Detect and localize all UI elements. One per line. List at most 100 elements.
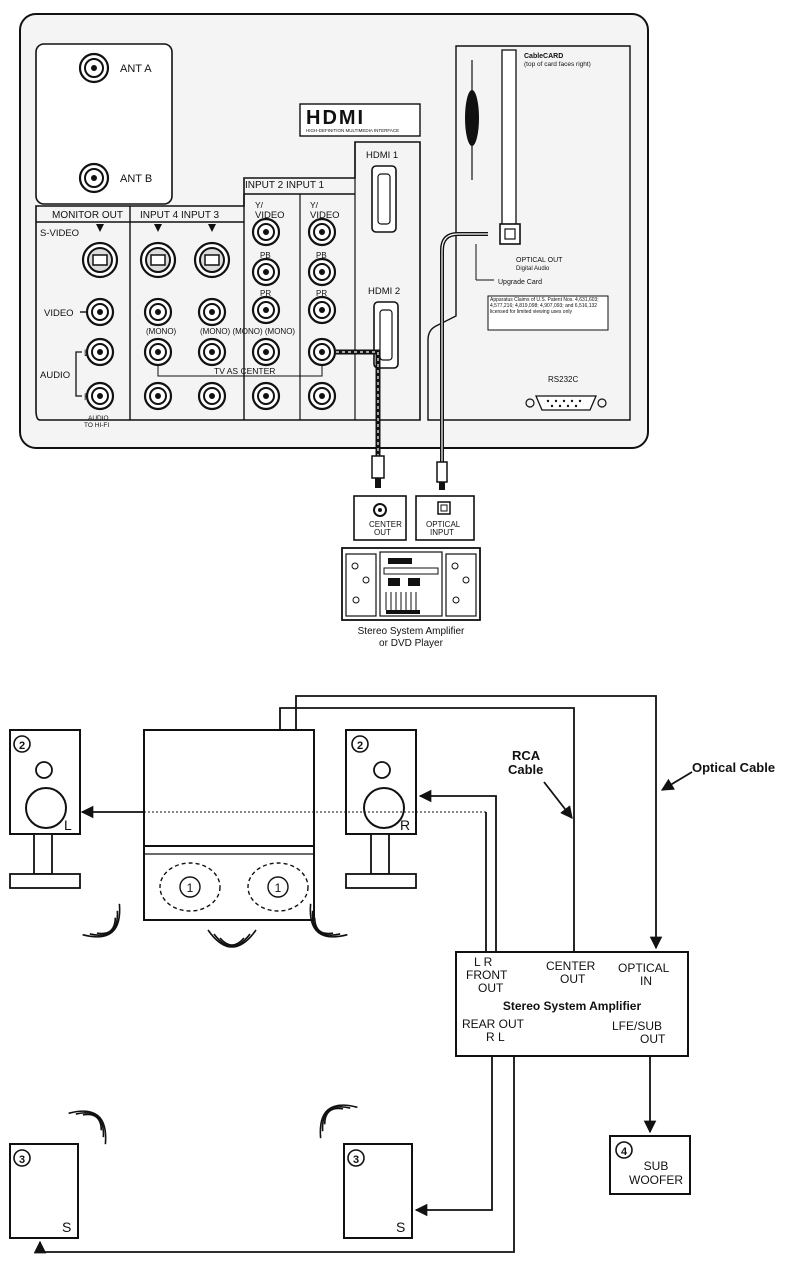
- hdmi-logo-tagline: HIGH-DEFINITION MULTIMEDIA INTERFACE: [306, 128, 399, 133]
- optical-out-port[interactable]: [499, 223, 521, 245]
- input2-pr-label: PR: [260, 289, 271, 298]
- tv-unit: 1 1: [143, 729, 315, 921]
- ant-a-connector[interactable]: [78, 52, 110, 84]
- digital-audio-label: Digital Audio: [516, 266, 550, 272]
- input2-pb-label: PB: [260, 251, 271, 260]
- sound-waves-icon: [308, 1093, 359, 1139]
- hdmi2-label: HDMI 2: [368, 286, 400, 297]
- hdmi1-port[interactable]: [371, 165, 397, 233]
- rca-cable-top: [336, 349, 385, 488]
- hdmi-logo: [299, 103, 421, 137]
- amp-lfe-sub-label: LFE/SUB: [612, 1019, 662, 1033]
- cablecard-slot[interactable]: [501, 49, 517, 231]
- amp-rear-out-label: REAR OUT: [462, 1017, 525, 1031]
- input1-pr-jack[interactable]: [307, 295, 337, 325]
- input1-y-jack[interactable]: [307, 217, 337, 247]
- input2-pr-jack[interactable]: [251, 295, 281, 325]
- amp-center-label: CENTER: [546, 959, 596, 973]
- rca-cable-label-2: Cable: [508, 762, 543, 777]
- arrow-down-icon: [154, 224, 162, 232]
- arrow-down-icon: [208, 224, 216, 232]
- front-right-speaker: 2 R: [345, 729, 417, 889]
- amp-lr-label: L R: [474, 955, 493, 969]
- input2-y-jack[interactable]: [251, 217, 281, 247]
- amp-front-label: FRONT: [466, 968, 508, 982]
- amp-center-out-label: OUT: [560, 972, 586, 986]
- optical-cable-label: Optical Cable: [692, 760, 775, 775]
- surround-right-number: 3: [353, 1154, 359, 1166]
- stereo-amplifier: L R FRONT OUT CENTER OUT OPTICAL IN Ster…: [455, 951, 689, 1057]
- optical-input-top-label-2: INPUT: [430, 528, 454, 537]
- speaker-number-badge: [13, 735, 31, 753]
- ant-b-connector[interactable]: [78, 162, 110, 194]
- input1-pr-label: PR: [316, 289, 327, 298]
- input4-input3-label: INPUT 4 INPUT 3: [140, 210, 220, 221]
- right-panel-frame: [427, 45, 631, 421]
- audio-label: AUDIO: [40, 370, 70, 381]
- front-right-number: 2: [357, 740, 363, 752]
- tv-speaker-right-badge: [267, 876, 289, 898]
- input2-input1-label: INPUT 2 INPUT 1: [245, 180, 325, 191]
- tv-speaker-right-number: 1: [275, 881, 282, 895]
- amp-top-caption-2: or DVD Player: [379, 638, 444, 649]
- monitor-out-label: MONITOR OUT: [52, 210, 123, 221]
- center-out-top-label-2: OUT: [374, 528, 391, 537]
- amp-rear-rl-label: R L: [486, 1030, 505, 1044]
- input2-pb-jack[interactable]: [251, 257, 281, 287]
- surround-left-number: 3: [19, 1154, 25, 1166]
- front-left-number: 2: [19, 740, 25, 752]
- svideo-label: S-VIDEO: [40, 228, 79, 239]
- optical-input-top-label-1: OPTICAL: [426, 520, 461, 529]
- input2-audio-l-jack[interactable]: [251, 337, 281, 367]
- front-left-letter: L: [64, 817, 72, 833]
- tv-back-panel: ANT A ANT B HDMI HIGH-DEFINITION MULTIME…: [19, 13, 649, 449]
- input3-svideo-jack[interactable]: [193, 241, 231, 279]
- input2-y-label: Y/: [255, 200, 264, 210]
- cablecard-title: CableCARD: [524, 53, 563, 60]
- input3-audio-l-jack[interactable]: [197, 337, 227, 367]
- sub-label-2: WOOFER: [629, 1173, 683, 1187]
- sub-number: 4: [621, 1146, 628, 1158]
- arrow-down-icon: [96, 224, 104, 232]
- input3-video-jack[interactable]: [197, 297, 227, 327]
- amp-top: CENTER OUT OPTICAL INPUT Stereo System A…: [341, 495, 481, 649]
- input4-video-jack[interactable]: [143, 297, 173, 327]
- patent-note: [487, 295, 609, 331]
- amp-lfe-out-label: OUT: [640, 1032, 666, 1046]
- antenna-area: [35, 43, 173, 205]
- rs232c-label: RS232C: [548, 375, 578, 384]
- optical-out-label: OPTICAL OUT: [516, 257, 563, 264]
- input2-audio-r-jack[interactable]: [251, 381, 281, 411]
- input3-mono-pair-label: (MONO) (MONO) (MONO): [200, 327, 295, 336]
- surround-right-letter: S: [396, 1219, 405, 1235]
- monitor-out-video-jack[interactable]: [85, 297, 115, 327]
- input1-audio-r-jack[interactable]: [307, 381, 337, 411]
- sound-waves-icon: [67, 1099, 118, 1145]
- hdmi-logo-text: HDMI: [306, 107, 365, 129]
- input4-audio-r-jack[interactable]: [143, 381, 173, 411]
- amp-front-out-label: OUT: [478, 981, 504, 995]
- input1-audio-l-jack[interactable]: [307, 337, 337, 367]
- input3-audio-r-jack[interactable]: [197, 381, 227, 411]
- audio-to-hifi-label-1: AUDIO: [88, 415, 109, 422]
- surround-right-speaker: 3 S: [343, 1143, 413, 1239]
- monitor-out-audio-r-jack[interactable]: [85, 381, 115, 411]
- sound-waves-icon: [207, 929, 257, 948]
- input1-y-label: Y/: [310, 200, 319, 210]
- upgrade-card-slot[interactable]: [465, 90, 479, 146]
- center-out-top-label-1: CENTER: [369, 520, 402, 529]
- input4-audio-l-jack[interactable]: [143, 337, 173, 367]
- patent-note-text: Apparatus Claims of U.S. Patent Nos. 4,6…: [490, 297, 599, 316]
- front-right-letter: R: [400, 817, 410, 833]
- input4-svideo-jack[interactable]: [139, 241, 177, 279]
- rs232c-port[interactable]: [535, 395, 597, 411]
- wiring: [33, 695, 693, 1254]
- amp-optical-label: OPTICAL: [618, 961, 670, 975]
- amp-top-caption-1: Stereo System Amplifier: [358, 626, 465, 637]
- monitor-out-svideo-jack[interactable]: [81, 241, 119, 279]
- input2-video-label: VIDEO: [255, 210, 285, 221]
- sound-waves-icon: [81, 903, 132, 949]
- input1-pb-jack[interactable]: [307, 257, 337, 287]
- monitor-out-audio-l-jack[interactable]: [85, 337, 115, 367]
